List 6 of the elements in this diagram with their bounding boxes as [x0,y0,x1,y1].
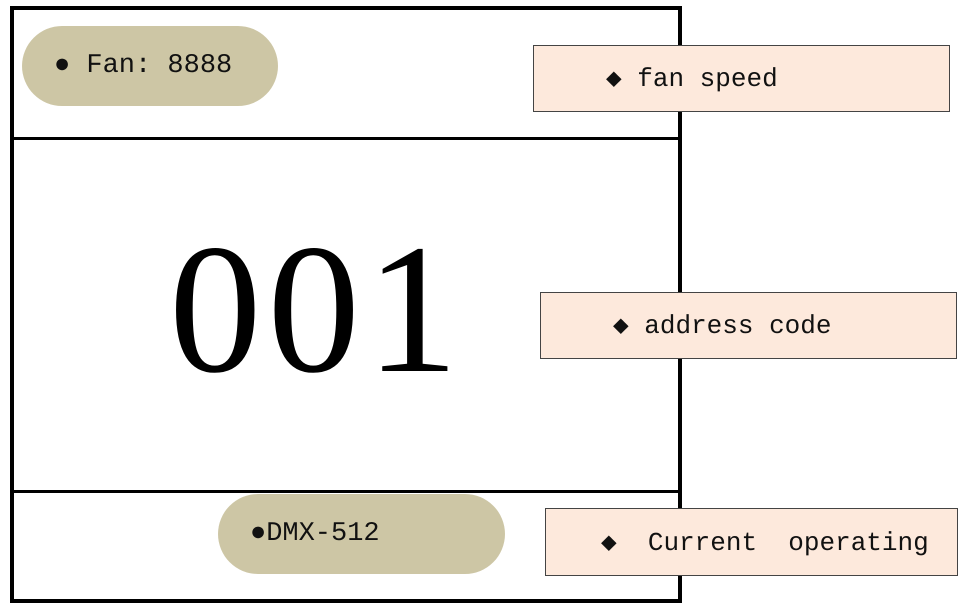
display-digits: 001 [169,215,464,405]
status-pill: ● Fan: 8888 [22,26,278,106]
status-pill: ●DMX-512 [218,494,505,574]
annotation-box: ◆ Current operating [545,508,958,576]
annotation-box: ◆ address code [540,292,957,359]
annotation-box: ◆ fan speed [533,45,950,112]
